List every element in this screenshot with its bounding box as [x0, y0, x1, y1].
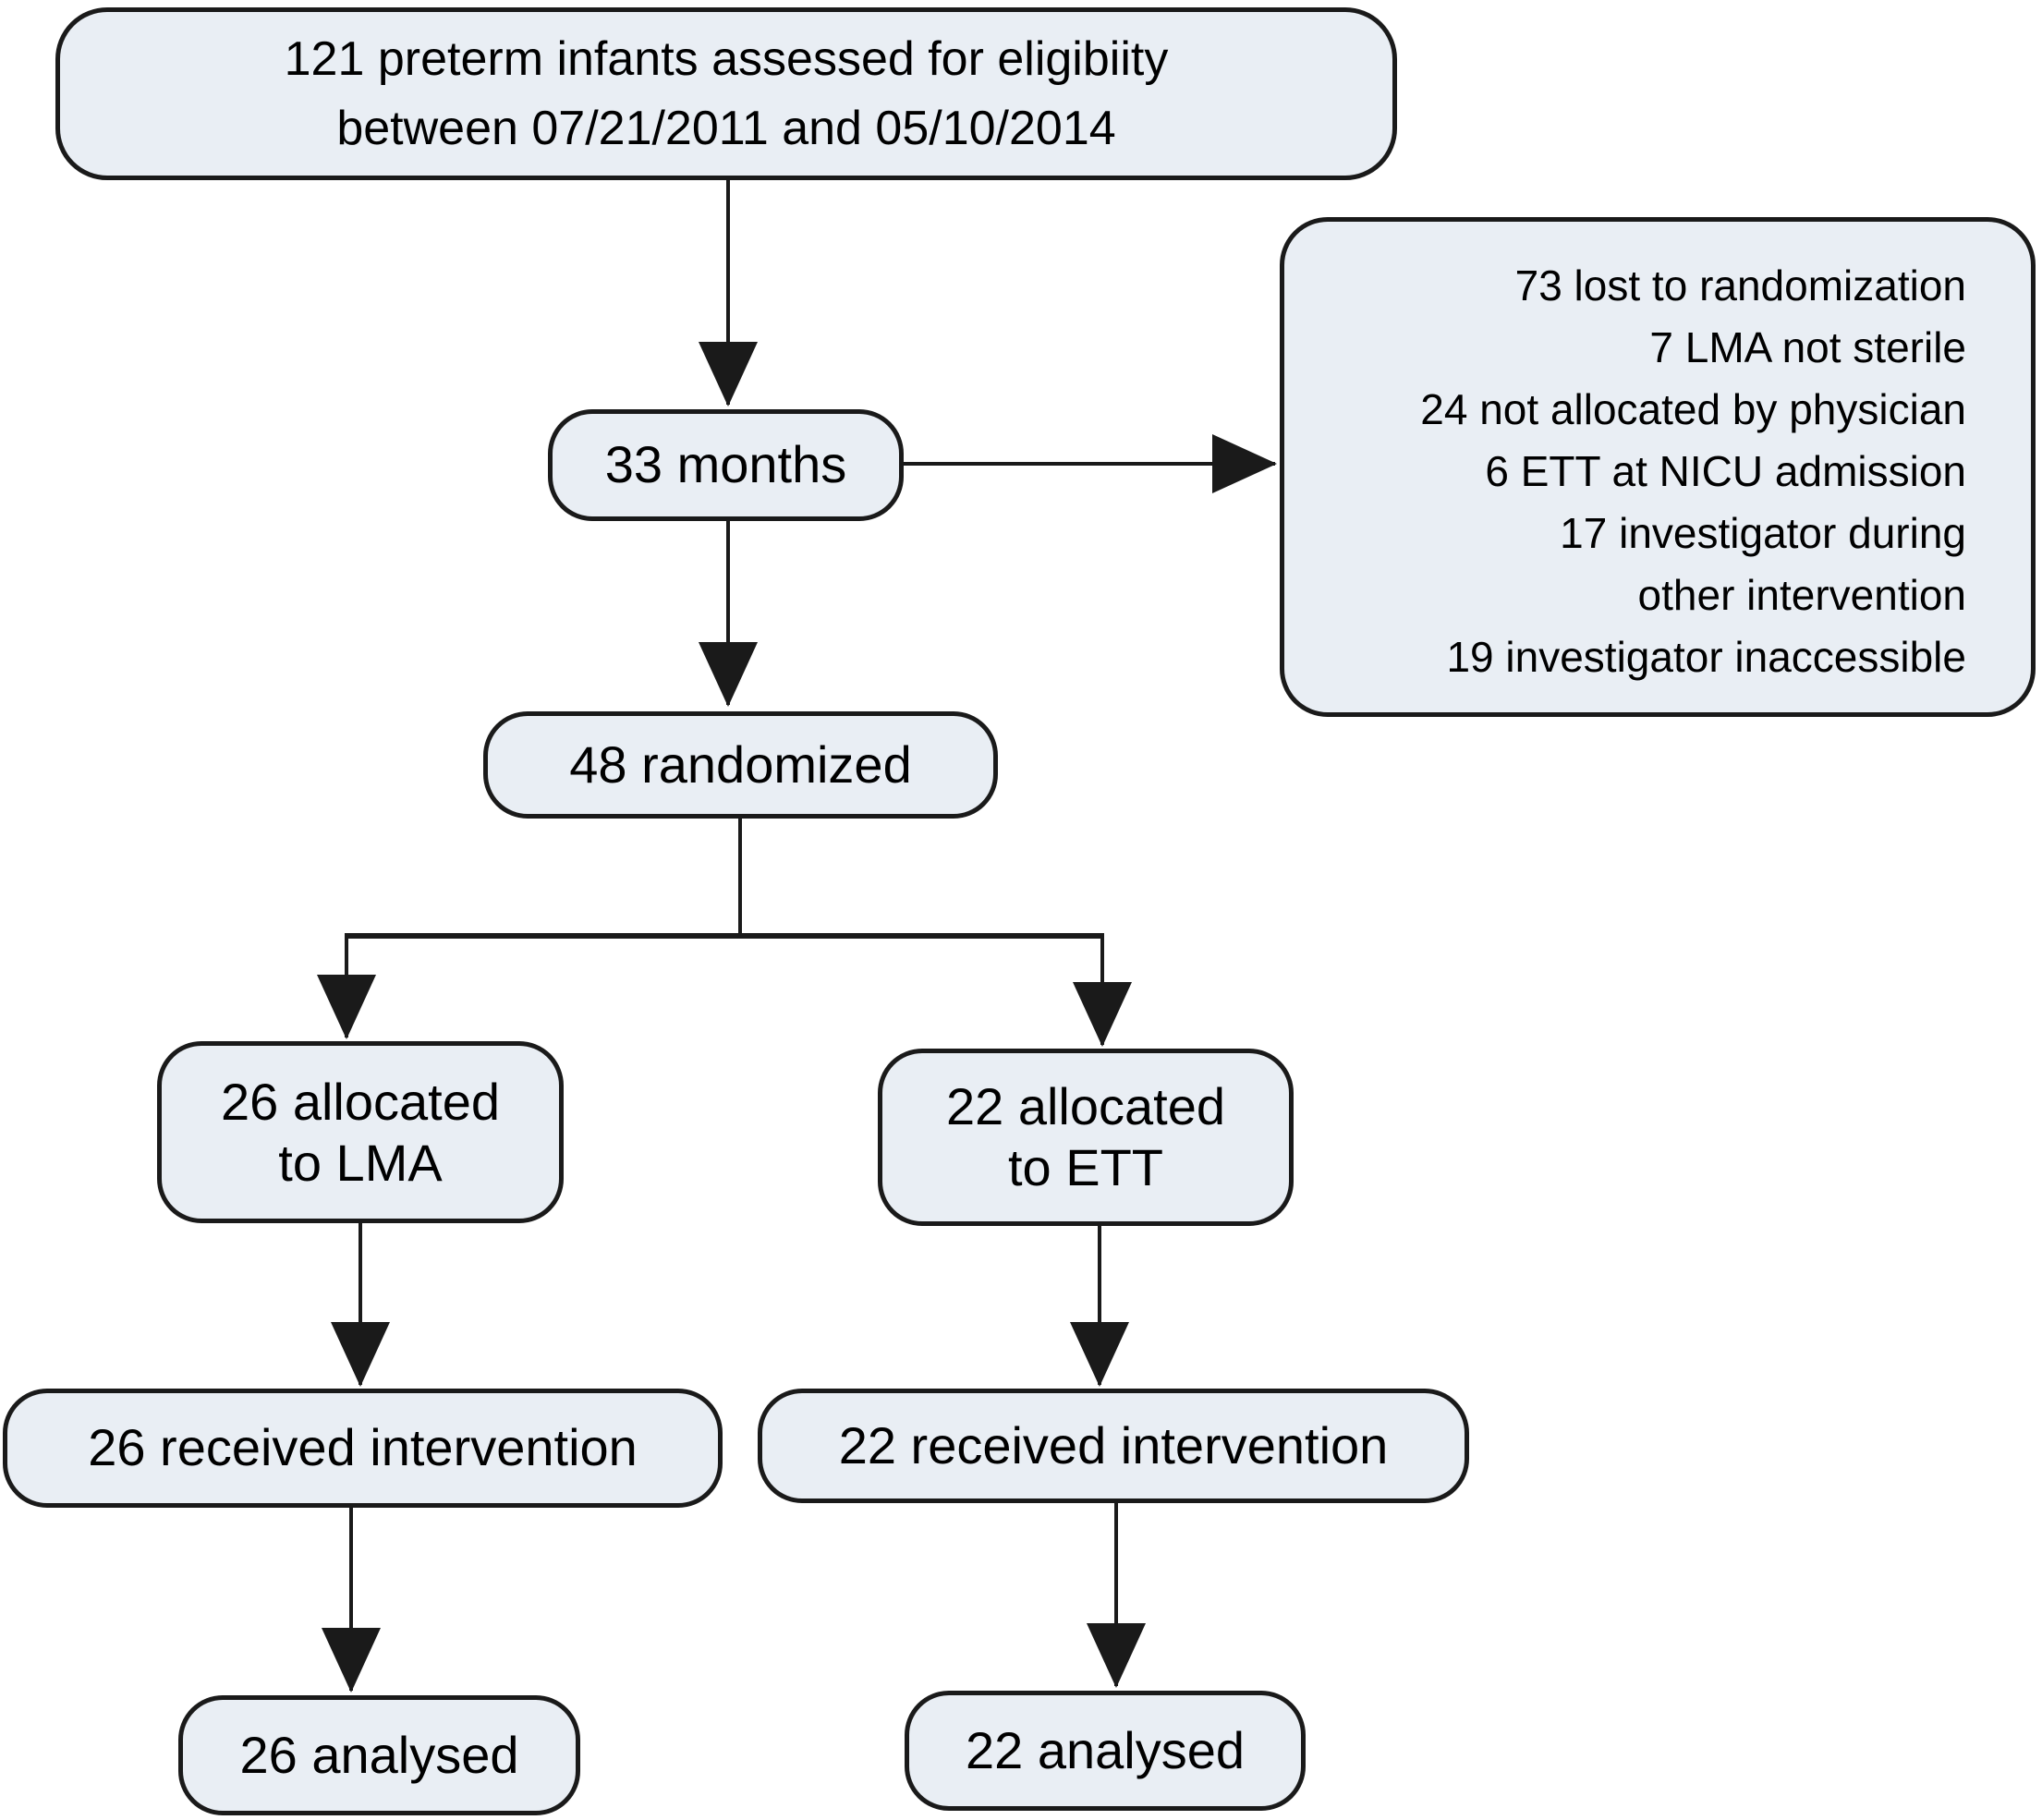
lma-analysed-text: 26 analysed [239, 1725, 519, 1784]
ett-analysed-text: 22 analysed [965, 1720, 1245, 1779]
exclusions-total: 73 lost to randomization [1514, 261, 1966, 309]
exclusion-reason-investigator-inaccessible: 19 investigator inaccessible [1446, 633, 1966, 681]
exclusion-reason-not-allocated: 24 not allocated by physician [1420, 385, 1966, 433]
node-eligibility: 121 preterm infants assessed for eligibi… [55, 7, 1397, 180]
exclusion-reason-other-intervention: other intervention [1637, 571, 1966, 619]
node-period: 33 months [548, 409, 904, 521]
node-exclusions: 73 lost to randomization 7 LMA not steri… [1280, 217, 2036, 717]
node-ett-allocated: 22 allocated to ETT [878, 1049, 1294, 1226]
node-lma-allocated: 26 allocated to LMA [157, 1041, 564, 1223]
node-ett-received: 22 received intervention [758, 1389, 1469, 1503]
randomized-text: 48 randomized [569, 734, 912, 794]
lma-received-text: 26 received intervention [88, 1418, 638, 1477]
node-lma-received: 26 received intervention [3, 1389, 723, 1508]
ett-allocated-text-line2: to ETT [1007, 1138, 1164, 1196]
node-randomized: 48 randomized [483, 711, 998, 819]
ett-allocated-text-line1: 22 allocated [945, 1077, 1225, 1135]
eligibility-text-line2: between 07/21/2011 and 05/10/2014 [336, 101, 1116, 155]
exclusion-reason-lma-not-sterile: 7 LMA not sterile [1649, 323, 1966, 371]
eligibility-text-line1: 121 preterm infants assessed for eligibi… [284, 31, 1169, 86]
node-lma-analysed: 26 analysed [178, 1695, 580, 1815]
node-ett-analysed: 22 analysed [905, 1691, 1306, 1811]
lma-allocated-text-line1: 26 allocated [220, 1072, 500, 1131]
lma-allocated-text-line2: to LMA [278, 1133, 443, 1192]
period-text: 33 months [604, 435, 847, 494]
exclusion-reason-investigator-during: 17 investigator during [1560, 509, 1966, 557]
ett-received-text: 22 received intervention [838, 1415, 1389, 1474]
exclusion-reason-ett-at-nicu: 6 ETT at NICU admission [1485, 447, 1966, 495]
